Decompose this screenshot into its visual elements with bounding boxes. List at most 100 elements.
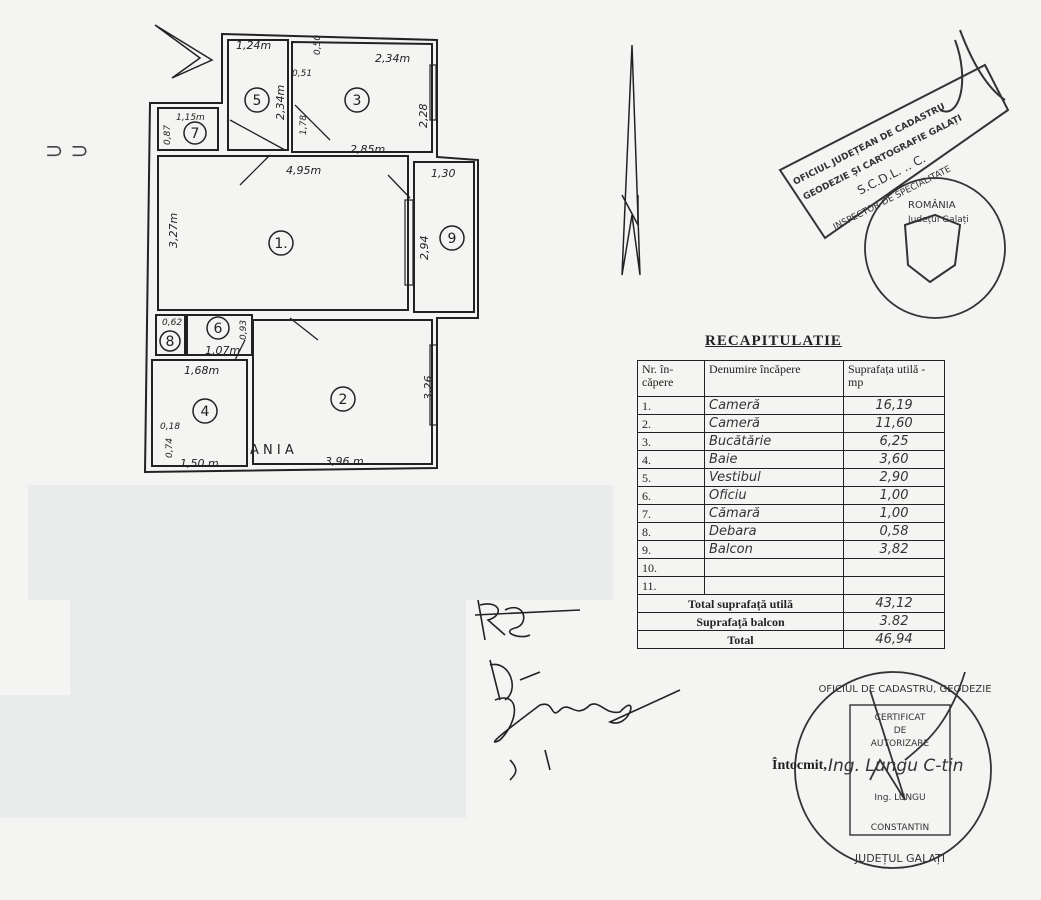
svg-text:0,74: 0,74 bbox=[165, 438, 175, 458]
redacted-area bbox=[28, 485, 613, 600]
cell-nr: 4. bbox=[637, 450, 705, 469]
svg-text:0,18: 0,18 bbox=[160, 422, 180, 432]
stamp-inspector bbox=[778, 29, 1010, 319]
entrance-arrow-icon bbox=[154, 24, 214, 79]
svg-text:ROMÂNIA: ROMÂNIA bbox=[908, 198, 956, 211]
svg-text:1,30: 1,30 bbox=[431, 167, 456, 180]
room-1 bbox=[157, 155, 409, 311]
cell-nr: 5. bbox=[637, 468, 705, 487]
total-value: 46,94 bbox=[843, 630, 945, 649]
cell-area: 0,58 bbox=[843, 522, 945, 541]
total-label: Total bbox=[637, 630, 844, 649]
room-number: 7 bbox=[191, 126, 200, 142]
svg-text:2,28: 2,28 bbox=[417, 104, 430, 129]
cell-nr: 9. bbox=[637, 540, 705, 559]
cell-area: 3,82 bbox=[843, 540, 945, 559]
svg-text:JUDEȚUL GALAȚI: JUDEȚUL GALAȚI bbox=[854, 852, 945, 865]
cell-area: 16,19 bbox=[843, 396, 945, 415]
room-number: 6 bbox=[214, 321, 223, 337]
cell-area: 1,00 bbox=[843, 504, 945, 523]
recap-table: Nr. în-căpere Denumire încăpere Suprafaț… bbox=[637, 360, 945, 649]
room-number: 5 bbox=[253, 93, 262, 109]
svg-text:OFICIUL DE CADASTRU, GEODEZIE: OFICIUL DE CADASTRU, GEODEZIE bbox=[818, 684, 991, 695]
cell-name: Balcon bbox=[704, 540, 844, 559]
table-row: 10. bbox=[637, 558, 945, 577]
svg-text:4,95m: 4,95m bbox=[286, 164, 321, 177]
svg-text:1,15m: 1,15m bbox=[176, 113, 205, 123]
cell-area: 6,25 bbox=[843, 432, 945, 451]
svg-text:2,34m: 2,34m bbox=[375, 52, 410, 65]
svg-text:2,94: 2,94 bbox=[418, 236, 431, 261]
svg-text:CERTIFICAT: CERTIFICAT bbox=[875, 713, 926, 723]
svg-text:A N I A: A N I A bbox=[250, 443, 294, 458]
prepared-label: Întocmit, bbox=[772, 758, 827, 773]
cell-area: 2,90 bbox=[843, 468, 945, 487]
prepared-by: Ing. Lungu C-tin bbox=[828, 756, 964, 776]
svg-text:0,93: 0,93 bbox=[239, 320, 249, 340]
svg-text:1,07m: 1,07m bbox=[205, 344, 240, 357]
svg-text:2,85m: 2,85m bbox=[350, 143, 385, 156]
cell-nr: 11. bbox=[637, 576, 705, 595]
svg-text:AUTORIZARE: AUTORIZARE bbox=[871, 739, 930, 749]
room-number: 9 bbox=[448, 231, 457, 247]
total-util-label: Total suprafață utilă bbox=[637, 594, 844, 613]
header-nr: Nr. în-căpere bbox=[637, 360, 705, 397]
room-8 bbox=[155, 314, 186, 356]
svg-text:0,50: 0,50 bbox=[313, 35, 323, 55]
room-5 bbox=[227, 39, 289, 151]
cell-area bbox=[843, 558, 945, 577]
svg-text:1,50 m: 1,50 m bbox=[180, 457, 219, 470]
svg-text:Județul Galați: Județul Galați bbox=[907, 215, 969, 225]
svg-text:CONSTANTIN: CONSTANTIN bbox=[871, 823, 929, 833]
outer-wall bbox=[143, 32, 479, 474]
room-9 bbox=[413, 161, 475, 313]
cell-nr: 6. bbox=[637, 486, 705, 505]
room-number: 3 bbox=[353, 93, 362, 109]
cell-area: 1,00 bbox=[843, 486, 945, 505]
svg-text:3,26: 3,26 bbox=[422, 376, 435, 401]
room-7 bbox=[157, 107, 219, 151]
cell-nr: 2. bbox=[637, 414, 705, 433]
balcon-value: 3.82 bbox=[843, 612, 945, 631]
cell-name: Cămară bbox=[704, 504, 844, 523]
cell-name: Oficiu bbox=[704, 486, 844, 505]
cell-name: Vestibul bbox=[704, 468, 844, 487]
cell-nr: 7. bbox=[637, 504, 705, 523]
balcon-label: Suprafață balcon bbox=[637, 612, 844, 631]
room-number: 1. bbox=[274, 236, 287, 252]
room-3 bbox=[291, 40, 433, 153]
svg-text:0,51: 0,51 bbox=[292, 69, 312, 79]
cell-name: Debara bbox=[704, 522, 844, 541]
svg-text:⊃ ⊃: ⊃ ⊃ bbox=[45, 139, 89, 164]
cell-nr: 8. bbox=[637, 522, 705, 541]
svg-text:OFICIUL JUDEȚEAN DE CADASTRU: OFICIUL JUDEȚEAN DE CADASTRU bbox=[792, 102, 947, 188]
cell-nr: 10. bbox=[637, 558, 705, 577]
signature-scribble bbox=[474, 599, 681, 781]
svg-text:1,78: 1,78 bbox=[299, 115, 309, 135]
cell-area: 3,60 bbox=[843, 450, 945, 469]
svg-text:0,87: 0,87 bbox=[163, 125, 173, 145]
stamp-certificate bbox=[794, 671, 992, 869]
cell-area: 11,60 bbox=[843, 414, 945, 433]
total-util-value: 43,12 bbox=[843, 594, 945, 613]
svg-text:1,24m: 1,24m bbox=[236, 39, 271, 52]
room-2 bbox=[252, 319, 433, 465]
svg-text:DE: DE bbox=[894, 726, 907, 736]
room-labels bbox=[159, 87, 465, 424]
recap-title: RECAPITULATIE bbox=[705, 333, 842, 349]
stamp-round bbox=[864, 177, 1006, 319]
svg-text:3,27m: 3,27m bbox=[167, 213, 180, 248]
svg-text:3,96 m: 3,96 m bbox=[325, 455, 364, 468]
room-4 bbox=[151, 359, 248, 467]
cell-nr: 1. bbox=[637, 396, 705, 415]
svg-text:Ing. LUNGU: Ing. LUNGU bbox=[874, 793, 925, 803]
north-arrow-icon bbox=[621, 44, 641, 276]
